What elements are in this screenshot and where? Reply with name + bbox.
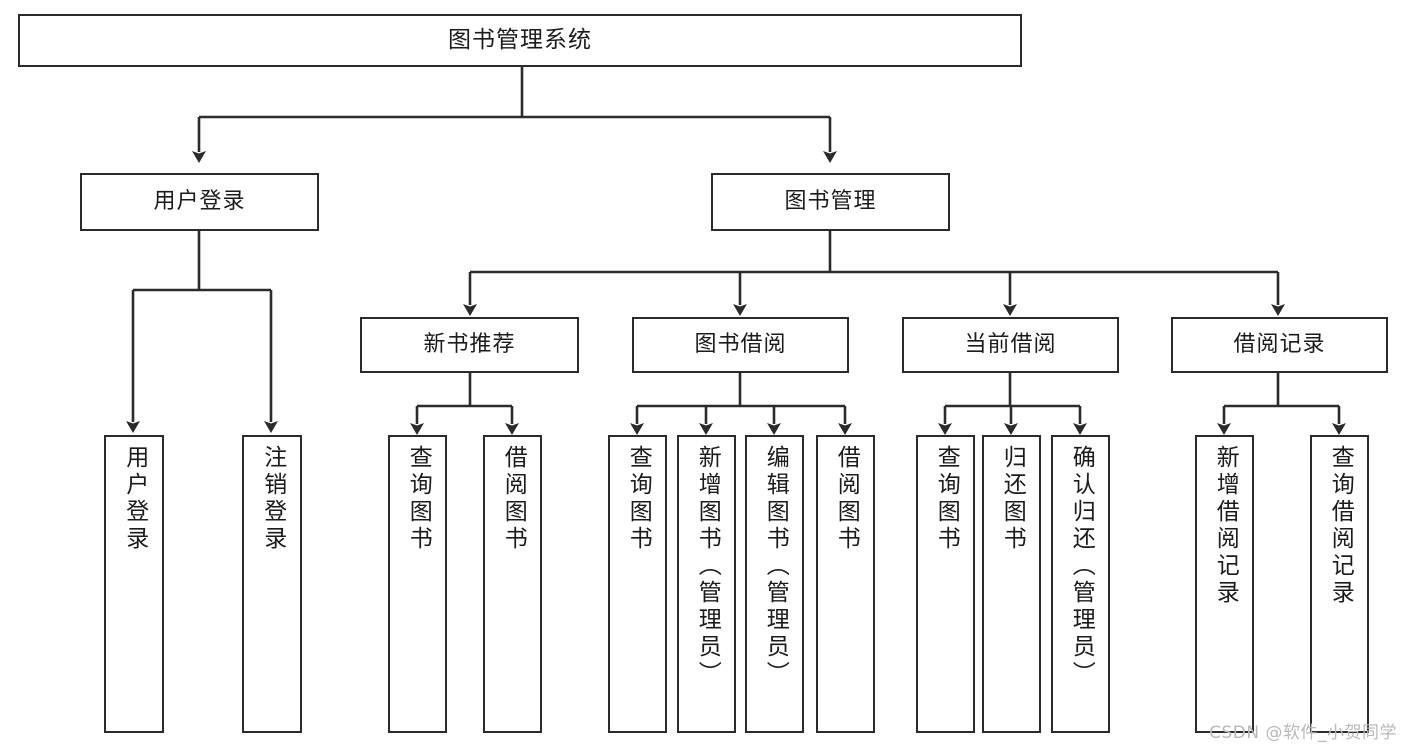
node-label: 注销登录 xyxy=(259,445,286,553)
node-leaf-query-book-2[interactable]: 查询图书 xyxy=(608,435,667,733)
node-label: 查询借阅记录 xyxy=(1327,445,1354,607)
node-label: 借阅记录 xyxy=(1233,332,1326,358)
node-leaf-query-book-1[interactable]: 查询图书 xyxy=(388,435,447,733)
node-label: 查询图书 xyxy=(933,445,960,553)
node-root-book-management-system[interactable]: 图书管理系统 xyxy=(18,14,1022,67)
node-leaf-logout[interactable]: 注销登录 xyxy=(242,435,302,733)
node-borrow-record[interactable]: 借阅记录 xyxy=(1171,317,1388,373)
node-new-book-recommend[interactable]: 新书推荐 xyxy=(360,317,579,373)
node-current-borrow[interactable]: 当前借阅 xyxy=(902,317,1119,373)
node-user-login[interactable]: 用户登录 xyxy=(80,173,319,231)
node-label: 确认归还（管理员） xyxy=(1068,445,1095,688)
node-leaf-query-borrow-record[interactable]: 查询借阅记录 xyxy=(1310,435,1369,733)
node-leaf-add-book-admin[interactable]: 新增图书（管理员） xyxy=(677,435,736,733)
node-label: 图书管理 xyxy=(784,189,877,215)
node-label: 用户登录 xyxy=(153,189,246,215)
node-leaf-borrow-book-1[interactable]: 借阅图书 xyxy=(483,435,542,733)
node-book-borrow[interactable]: 图书借阅 xyxy=(632,317,849,373)
node-label: 当前借阅 xyxy=(964,332,1057,358)
node-leaf-return-book[interactable]: 归还图书 xyxy=(982,435,1041,733)
node-label: 编辑图书（管理员） xyxy=(762,445,789,688)
watermark: CSDN @软件_小贺同学 xyxy=(1209,723,1397,743)
node-book-manage[interactable]: 图书管理 xyxy=(711,173,950,231)
node-label: 归还图书 xyxy=(999,445,1026,553)
node-leaf-query-book-3[interactable]: 查询图书 xyxy=(916,435,975,733)
node-label: 新增图书（管理员） xyxy=(694,445,721,688)
node-label: 查询图书 xyxy=(405,445,432,553)
node-label: 借阅图书 xyxy=(833,445,860,553)
node-label: 查询图书 xyxy=(625,445,652,553)
node-label: 图书管理系统 xyxy=(448,27,592,54)
node-label: 图书借阅 xyxy=(694,332,787,358)
node-leaf-add-borrow-record[interactable]: 新增借阅记录 xyxy=(1195,435,1254,733)
node-leaf-confirm-return-admin[interactable]: 确认归还（管理员） xyxy=(1051,435,1110,733)
node-label: 新增借阅记录 xyxy=(1212,445,1239,607)
node-label: 新书推荐 xyxy=(423,332,516,358)
node-leaf-borrow-book-2[interactable]: 借阅图书 xyxy=(816,435,875,733)
node-leaf-user-login[interactable]: 用户登录 xyxy=(104,435,164,733)
node-label: 用户登录 xyxy=(121,445,148,553)
node-leaf-edit-book-admin[interactable]: 编辑图书（管理员） xyxy=(745,435,804,733)
node-label: 借阅图书 xyxy=(500,445,527,553)
